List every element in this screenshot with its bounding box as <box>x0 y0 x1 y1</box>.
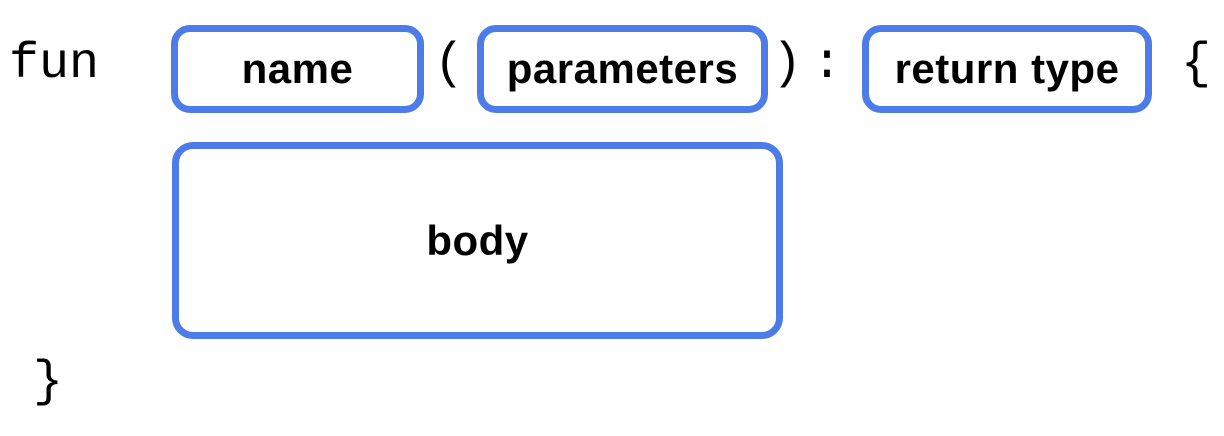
fun-keyword: fun <box>8 36 99 93</box>
close-brace-token: } <box>33 354 64 411</box>
parameters-slot: parameters <box>477 25 768 113</box>
body-slot: body <box>172 142 783 339</box>
name-slot-label: name <box>241 45 354 92</box>
body-slot-label: body <box>426 216 529 264</box>
colon-token: : <box>812 36 843 93</box>
open-brace-token: { <box>1181 36 1212 93</box>
open-paren-token: ( <box>434 36 465 93</box>
name-slot: name <box>171 25 424 113</box>
parameters-slot-label: parameters <box>506 45 739 92</box>
return-type-slot: return type <box>862 25 1152 113</box>
return-type-slot-label: return type <box>894 45 1120 92</box>
close-paren-token: ) <box>772 36 803 93</box>
